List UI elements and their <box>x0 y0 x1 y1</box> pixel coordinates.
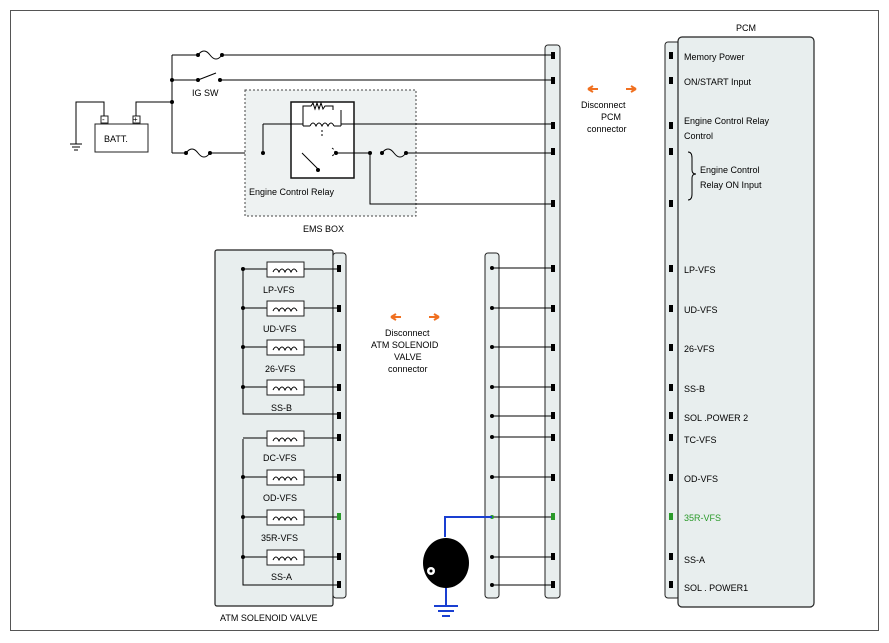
pcm-disconnect-arrows <box>587 85 637 93</box>
pcm-pin-od-vfs: OD-VFS <box>684 474 718 484</box>
diagram-frame <box>10 10 879 631</box>
probe-ground-icon <box>434 605 458 617</box>
pcm-note-line1: Disconnect <box>581 100 626 110</box>
atm-valve-title: ATM SOLENOID VALVE <box>220 613 318 623</box>
pcm-harness-connector <box>544 44 561 599</box>
atm-disconnect-arrows <box>390 313 440 321</box>
pcm-note-line3: connector <box>587 124 627 134</box>
sol-label-ud: UD-VFS <box>263 324 297 334</box>
atm-note-line3: VALVE <box>394 352 422 362</box>
pcm-pin-sol-power1: SOL . POWER1 <box>684 583 748 593</box>
solenoid-ud <box>241 300 338 317</box>
ems-box-label: EMS BOX <box>303 224 344 234</box>
sol-label-ssb: SS-B <box>271 403 292 413</box>
pcm-pins <box>669 52 673 588</box>
atm-note-line4: connector <box>388 364 428 374</box>
ig-sw-label: IG SW <box>192 88 219 98</box>
sol-label-ssa: SS-A <box>271 572 292 582</box>
pcm-pin-lp-vfs: LP-VFS <box>684 265 716 275</box>
sol-label-od: OD-VFS <box>263 493 297 503</box>
pcm-note-line2: PCM <box>601 112 621 122</box>
solenoid-26 <box>241 339 338 356</box>
solenoid-ssb <box>241 379 338 396</box>
relay <box>290 101 355 179</box>
pcm-title: PCM <box>736 23 756 33</box>
pcm-pin-tc-vfs: TC-VFS <box>684 435 717 445</box>
ground-icon <box>70 143 82 151</box>
sol-label-lp: LP-VFS <box>263 285 295 295</box>
pcm-pin-26-vfs: 26-VFS <box>684 344 715 354</box>
pcm-pin-ecr-on-2: Relay ON Input <box>700 180 762 190</box>
solenoid-35r <box>241 509 338 526</box>
pcm-pin-ecr-control-1: Engine Control Relay <box>684 116 770 126</box>
pcm-pin-35r-vfs: 35R-VFS <box>684 513 721 523</box>
pcm-body <box>677 36 815 608</box>
atm-connector-pins <box>337 265 341 588</box>
svg-text:+: + <box>133 115 138 124</box>
battery-label: BATT. <box>104 134 128 144</box>
sol-label-35r: 35R-VFS <box>261 533 298 543</box>
atm-valve-connector <box>332 252 347 599</box>
pcm-pin-on-start: ON/START Input <box>684 77 752 87</box>
solenoid-dc <box>243 430 338 447</box>
atm-note-line2: ATM SOLENOID <box>371 340 439 350</box>
relay-label: Engine Control Relay <box>249 187 335 197</box>
pcm-pin-memory-power: Memory Power <box>684 52 745 62</box>
atm-note-line1: Disconnect <box>385 328 430 338</box>
pcm-pin-sol-power2: SOL .POWER 2 <box>684 413 748 423</box>
ig-switch-icon <box>197 72 217 81</box>
pcm-bracket <box>687 151 697 201</box>
solenoid-od <box>241 469 338 486</box>
pcm-pin-ecr-control-2: Control <box>684 131 713 141</box>
solenoid-lp <box>241 261 338 278</box>
battery <box>94 123 149 153</box>
pcm-pin-ecr-on-1: Engine Control <box>700 165 760 175</box>
pcm-pin-ss-a: SS-A <box>684 555 705 565</box>
atm-harness-wires <box>490 266 551 587</box>
pcm-pin-ud-vfs: UD-VFS <box>684 305 718 315</box>
probe-wire <box>444 516 492 537</box>
multimeter-probe-icon <box>423 538 469 588</box>
fuse-icon <box>197 50 223 60</box>
harness-pins <box>551 52 555 588</box>
svg-text:-: - <box>102 115 105 124</box>
atm-harness-connector <box>484 252 500 599</box>
sol-label-26: 26-VFS <box>265 364 296 374</box>
sol-label-dc: DC-VFS <box>263 453 297 463</box>
solenoid-ssa <box>241 549 338 566</box>
pcm-pin-ss-b: SS-B <box>684 384 705 394</box>
